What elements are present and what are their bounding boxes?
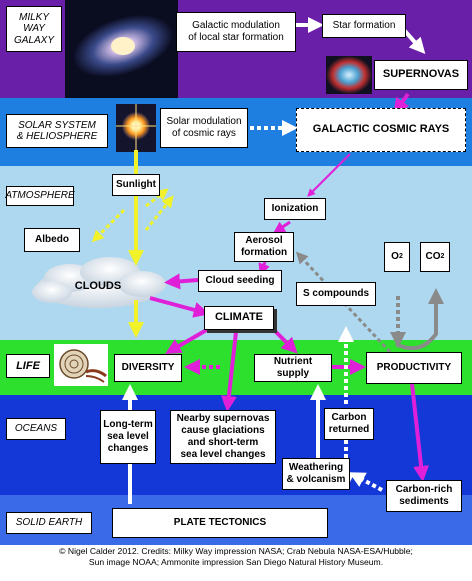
diversity-box: DIVERSITY bbox=[114, 354, 182, 382]
aerosol-formation-box: Aerosol formation bbox=[234, 232, 294, 262]
climate-box: CLIMATE bbox=[204, 306, 274, 330]
sunlight-box: Sunlight bbox=[112, 174, 160, 196]
credits-line-2: Sun image NOAA; Ammonite impression San … bbox=[88, 557, 384, 568]
solar-layer-label: SOLAR SYSTEM & HELIOSPHERE bbox=[6, 114, 108, 148]
long-term-sea-level-box: Long-term sea level changes bbox=[100, 410, 156, 464]
credits-line-1: © Nigel Calder 2012. Credits: Milky Way … bbox=[59, 546, 413, 556]
oceans-layer-label: OCEANS bbox=[6, 418, 66, 440]
carbon-rich-sediments-box: Carbon-rich sediments bbox=[386, 480, 462, 512]
weathering-volcanism-box: Weathering & volcanism bbox=[282, 458, 350, 490]
carbon-returned-box: Carbon returned bbox=[324, 408, 374, 440]
productivity-box: PRODUCTIVITY bbox=[366, 352, 462, 384]
albedo-box: Albedo bbox=[24, 228, 80, 252]
ionization-box: Ionization bbox=[264, 198, 326, 220]
clouds-label: CLOUDS bbox=[74, 280, 122, 293]
cloud-shape bbox=[32, 257, 166, 308]
milky-way-image bbox=[65, 0, 178, 98]
crab-nebula-image bbox=[326, 56, 372, 94]
solid-earth-layer-label: SOLID EARTH bbox=[6, 512, 92, 534]
credits: © Nigel Calder 2012. Credits: Milky Way … bbox=[0, 546, 472, 568]
galactic-modulation-box: Galactic modulation of local star format… bbox=[176, 12, 296, 52]
solar-modulation-box: Solar modulation of cosmic rays bbox=[160, 108, 248, 148]
life-layer-label: LIFE bbox=[6, 354, 50, 378]
star-formation-box: Star formation bbox=[322, 14, 406, 38]
supernovas-box: SUPERNOVAS bbox=[374, 60, 468, 90]
galaxy-layer-label: MILKY WAY GALAXY bbox=[6, 6, 62, 52]
atmosphere-layer-label: ATMOSPHERE bbox=[5, 186, 75, 206]
s-compounds-box: S compounds bbox=[296, 282, 376, 306]
nutrient-supply-box: Nutrient supply bbox=[254, 354, 332, 382]
sun-image bbox=[116, 104, 156, 152]
cloud-seeding-box: Cloud seeding bbox=[198, 270, 282, 292]
plate-tectonics-box: PLATE TECTONICS bbox=[112, 508, 328, 538]
nearby-supernovas-box: Nearby supernovas cause glaciations and … bbox=[170, 410, 276, 464]
galactic-cosmic-rays-box: GALACTIC COSMIC RAYS bbox=[296, 108, 466, 152]
ammonite-image bbox=[54, 344, 108, 386]
